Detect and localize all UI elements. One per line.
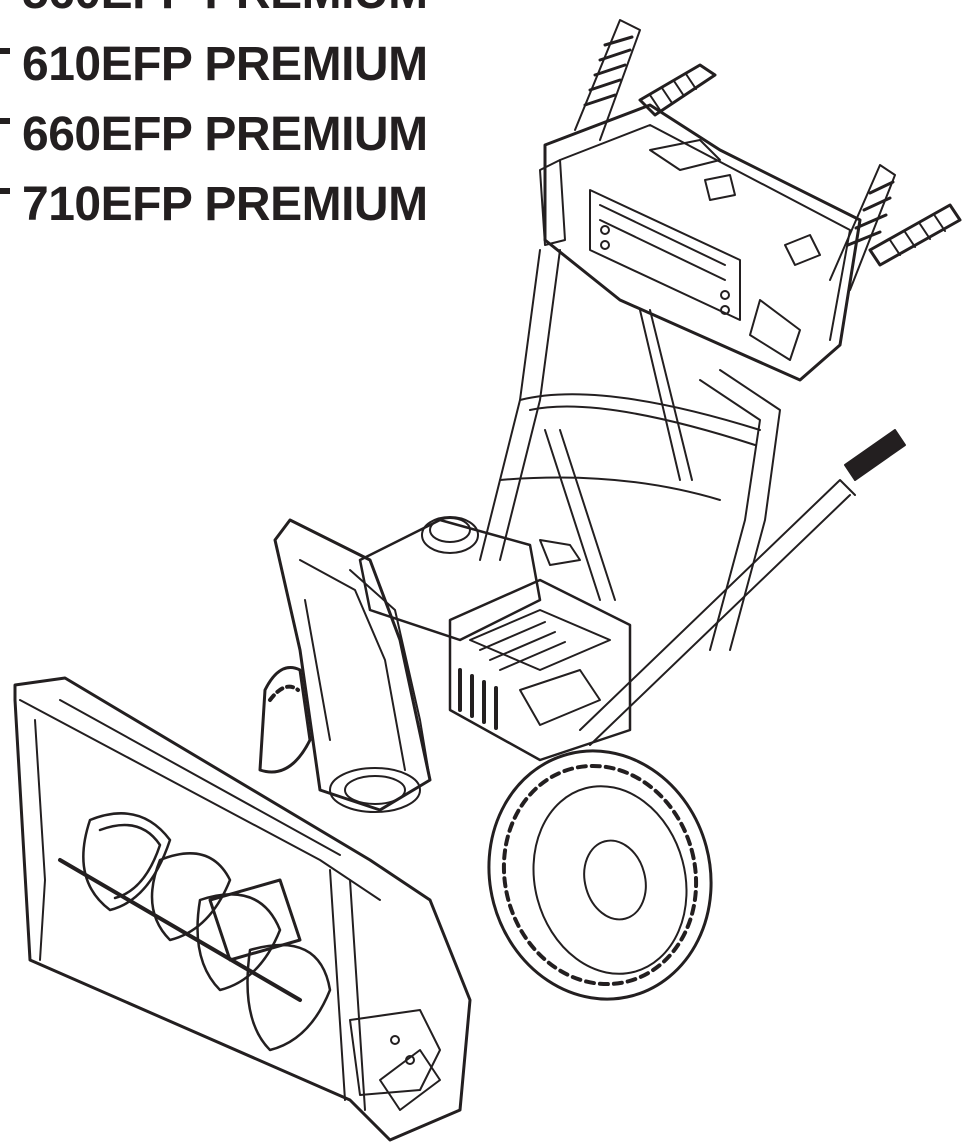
control-dash <box>539 103 862 382</box>
left-wheel <box>258 666 312 774</box>
right-control-lever <box>829 164 962 291</box>
left-control-lever <box>574 19 717 141</box>
model-title-text: 610EFP PREMIUM <box>22 38 428 91</box>
model-title-text: 710EFP PREMIUM <box>22 178 428 231</box>
bullet-tick <box>0 48 10 54</box>
chute-crank <box>579 429 906 746</box>
model-title-2: 610EFP PREMIUM <box>0 30 460 100</box>
engine <box>358 516 632 762</box>
skid-shoe <box>349 1009 441 1096</box>
discharge-chute <box>273 518 432 813</box>
model-title-3: 660EFP PREMIUM <box>0 100 460 170</box>
model-title-text: 560EFP PREMIUM <box>22 0 428 28</box>
bullet-tick <box>0 188 10 194</box>
augers <box>58 812 332 1052</box>
handle-frame <box>479 249 781 651</box>
bullet-tick <box>0 118 10 124</box>
model-list: 560EFP PREMIUM 610EFP PREMIUM 660EFP PRE… <box>0 0 460 240</box>
model-title-text: 660EFP PREMIUM <box>22 108 428 161</box>
model-title-1: 560EFP PREMIUM <box>0 0 460 30</box>
right-wheel <box>487 749 713 1001</box>
model-title-4: 710EFP PREMIUM <box>0 170 460 240</box>
